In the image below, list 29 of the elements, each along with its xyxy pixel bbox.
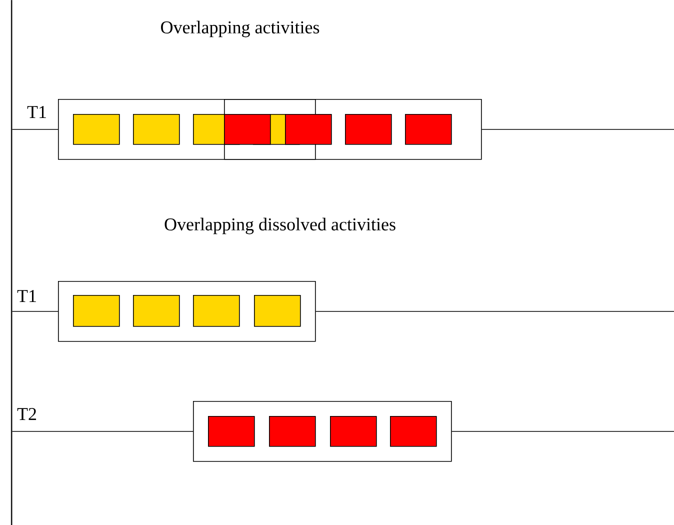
activity-block <box>405 114 452 145</box>
timeline <box>451 431 674 432</box>
heading: Overlapping dissolved activities <box>164 218 396 234</box>
activity-block <box>330 416 377 447</box>
timeline <box>315 311 674 312</box>
activity-block <box>133 295 180 327</box>
lane-box <box>58 99 482 160</box>
lane-box <box>193 401 452 462</box>
lane-box <box>58 281 316 342</box>
activity-block <box>208 416 255 447</box>
timeline <box>12 311 58 312</box>
timeline-label: T2 <box>17 408 36 420</box>
timeline-label: T1 <box>27 106 46 118</box>
activity-block <box>254 295 301 327</box>
timeline <box>12 129 58 130</box>
activity-block <box>133 114 180 145</box>
timeline <box>12 431 194 432</box>
timeline-label: T1 <box>17 290 36 302</box>
heading: Overlapping activities <box>161 20 320 38</box>
activity-block <box>390 416 437 447</box>
activity-block <box>285 114 332 145</box>
activity-block <box>269 416 316 447</box>
activity-block <box>73 114 120 145</box>
activity-block <box>193 295 240 327</box>
timeline <box>481 129 674 130</box>
time-axis <box>11 0 12 525</box>
activity-block <box>73 295 120 327</box>
activity-block <box>224 114 271 145</box>
activity-block <box>345 114 392 145</box>
